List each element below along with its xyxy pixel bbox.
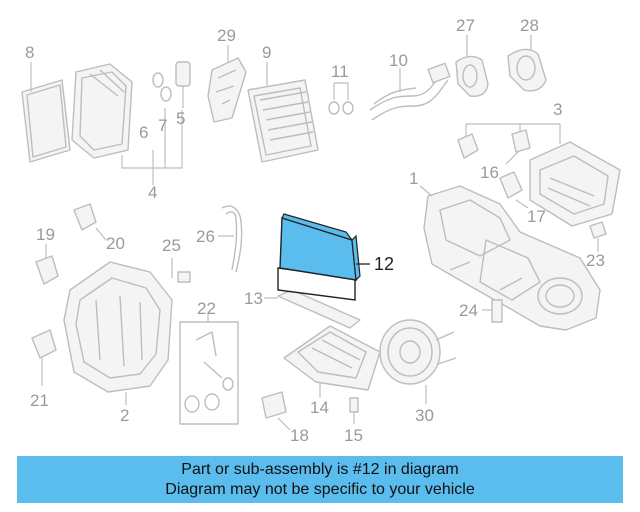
part-3	[457, 123, 561, 159]
callout-22: 22	[197, 299, 216, 318]
part-6-7	[152, 72, 172, 102]
callout-6: 6	[139, 123, 148, 142]
callout-5: 5	[176, 109, 185, 128]
part-12-cabin-filter	[277, 213, 370, 301]
callout-15: 15	[344, 426, 363, 445]
callout-27: 27	[456, 16, 475, 35]
part-5	[175, 61, 191, 108]
part-13	[264, 289, 361, 329]
part-11	[328, 82, 354, 115]
callout-7: 7	[158, 116, 167, 135]
callout-21: 21	[30, 391, 49, 410]
part-29	[207, 45, 247, 123]
part-30	[379, 319, 457, 404]
part-25	[171, 258, 191, 283]
callout-2: 2	[120, 406, 129, 425]
part-9	[247, 62, 319, 163]
part-4-group	[71, 63, 183, 185]
part-21	[31, 329, 57, 386]
part-28	[507, 35, 547, 92]
banner-line-2: Diagram may not be specific to your vehi…	[165, 481, 475, 498]
callout-29: 29	[217, 26, 236, 45]
callout-23: 23	[586, 251, 605, 270]
callout-1: 1	[409, 169, 418, 188]
callout-18: 18	[290, 426, 309, 445]
callout-24: 24	[459, 301, 478, 320]
callout-26: 26	[196, 227, 215, 246]
part-3-housing	[529, 141, 621, 227]
callout-3: 3	[553, 100, 562, 119]
part-19	[35, 244, 59, 285]
part-1	[419, 185, 601, 331]
callout-16: 16	[480, 163, 499, 182]
callout-8: 8	[25, 43, 34, 62]
callout-20: 20	[106, 234, 125, 253]
part-26	[218, 205, 243, 273]
parts-diagram: 1 2 3 4 5 6 7 8 9 10 11 12 13 14 15 16 1…	[21, 16, 621, 445]
part-23	[589, 221, 607, 252]
banner-line-1: Part or sub-assembly is #12 in diagram	[181, 461, 459, 478]
part-2	[63, 261, 173, 405]
part-27	[455, 35, 489, 97]
callout-25: 25	[162, 236, 181, 255]
part-16	[505, 151, 519, 165]
part-10	[369, 62, 451, 121]
part-17	[499, 171, 529, 209]
part-8	[21, 62, 71, 163]
callout-30: 30	[415, 406, 434, 425]
part-24	[482, 299, 503, 323]
callout-11: 11	[331, 62, 349, 81]
info-banner: Part or sub-assembly is #12 in diagram D…	[17, 456, 623, 503]
callout-12: 12	[374, 254, 394, 274]
callout-13: 13	[244, 289, 263, 308]
callout-9: 9	[262, 43, 271, 62]
callout-17: 17	[527, 207, 546, 226]
part-20	[73, 203, 107, 241]
part-18	[261, 391, 291, 431]
part-15	[349, 397, 359, 424]
callout-4: 4	[148, 183, 157, 202]
callout-10: 10	[389, 51, 408, 70]
part-14	[283, 325, 381, 398]
callout-14: 14	[310, 398, 329, 417]
callout-19: 19	[36, 225, 55, 244]
part-22	[179, 314, 239, 425]
callout-28: 28	[520, 16, 539, 35]
